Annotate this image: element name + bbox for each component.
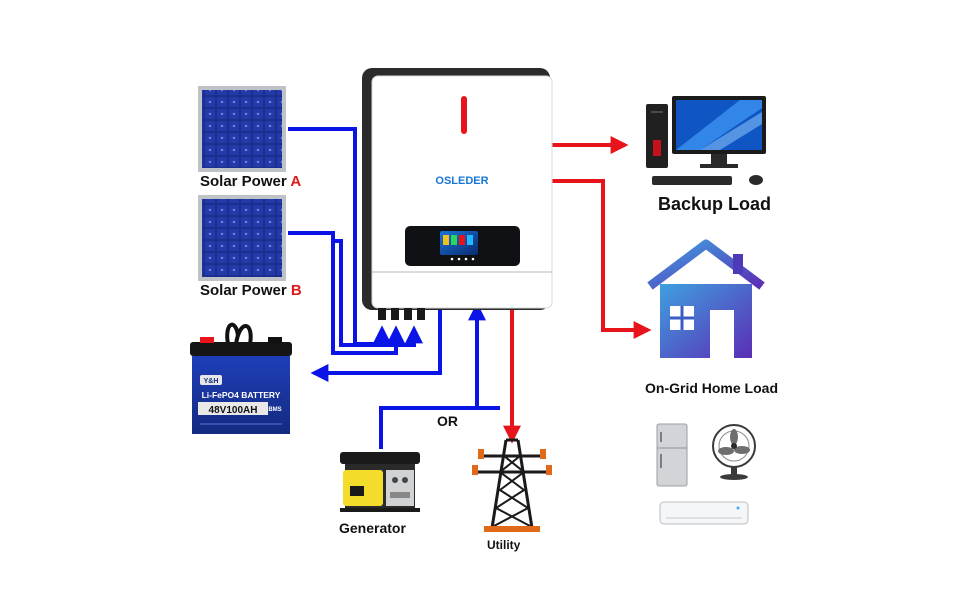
wire-solar-b-2	[333, 239, 423, 347]
solar-panel-a	[198, 86, 286, 172]
wire-battery	[310, 309, 442, 382]
inverter-brand: OSLEDER	[435, 175, 488, 187]
solar-power-a-text: Solar Power	[200, 173, 287, 190]
refrigerator-icon	[656, 423, 688, 487]
inverter: OSLEDER	[362, 68, 553, 320]
solar-power-a-letter: A	[290, 173, 302, 190]
solar-panel-b	[198, 195, 286, 281]
air-conditioner-icon	[659, 501, 749, 525]
solar-power-b-label: Solar Power B	[200, 282, 302, 299]
generator-icon	[340, 452, 420, 512]
wire-ongrid-load	[550, 179, 652, 339]
backup-load-label: Backup Load	[658, 194, 772, 214]
fan-icon	[712, 424, 756, 480]
solar-power-b-text: Solar Power	[200, 282, 287, 299]
solar-power-b-letter: B	[290, 282, 302, 299]
utility-tower-icon	[472, 438, 552, 532]
desktop-computer-icon	[646, 96, 766, 185]
wire-generator	[379, 302, 486, 449]
battery-rating: 48V100AH	[209, 405, 258, 416]
generator-label: Generator	[339, 520, 406, 536]
inverter-status-bar	[461, 96, 467, 134]
house-icon	[647, 239, 765, 359]
battery-brand: Y&H	[204, 378, 219, 385]
or-label: OR	[437, 413, 458, 429]
battery-bms: BMS	[268, 407, 281, 413]
solar-power-a-label: Solar Power A	[200, 173, 301, 190]
battery: Y&H Li-FePO4 BATTERY 48V100AH BMS	[190, 322, 292, 434]
utility-label: Utility	[487, 538, 521, 552]
ongrid-home-load-label: On-Grid Home Load	[645, 380, 778, 396]
battery-chemistry: Li-FePO4 BATTERY	[202, 390, 281, 400]
